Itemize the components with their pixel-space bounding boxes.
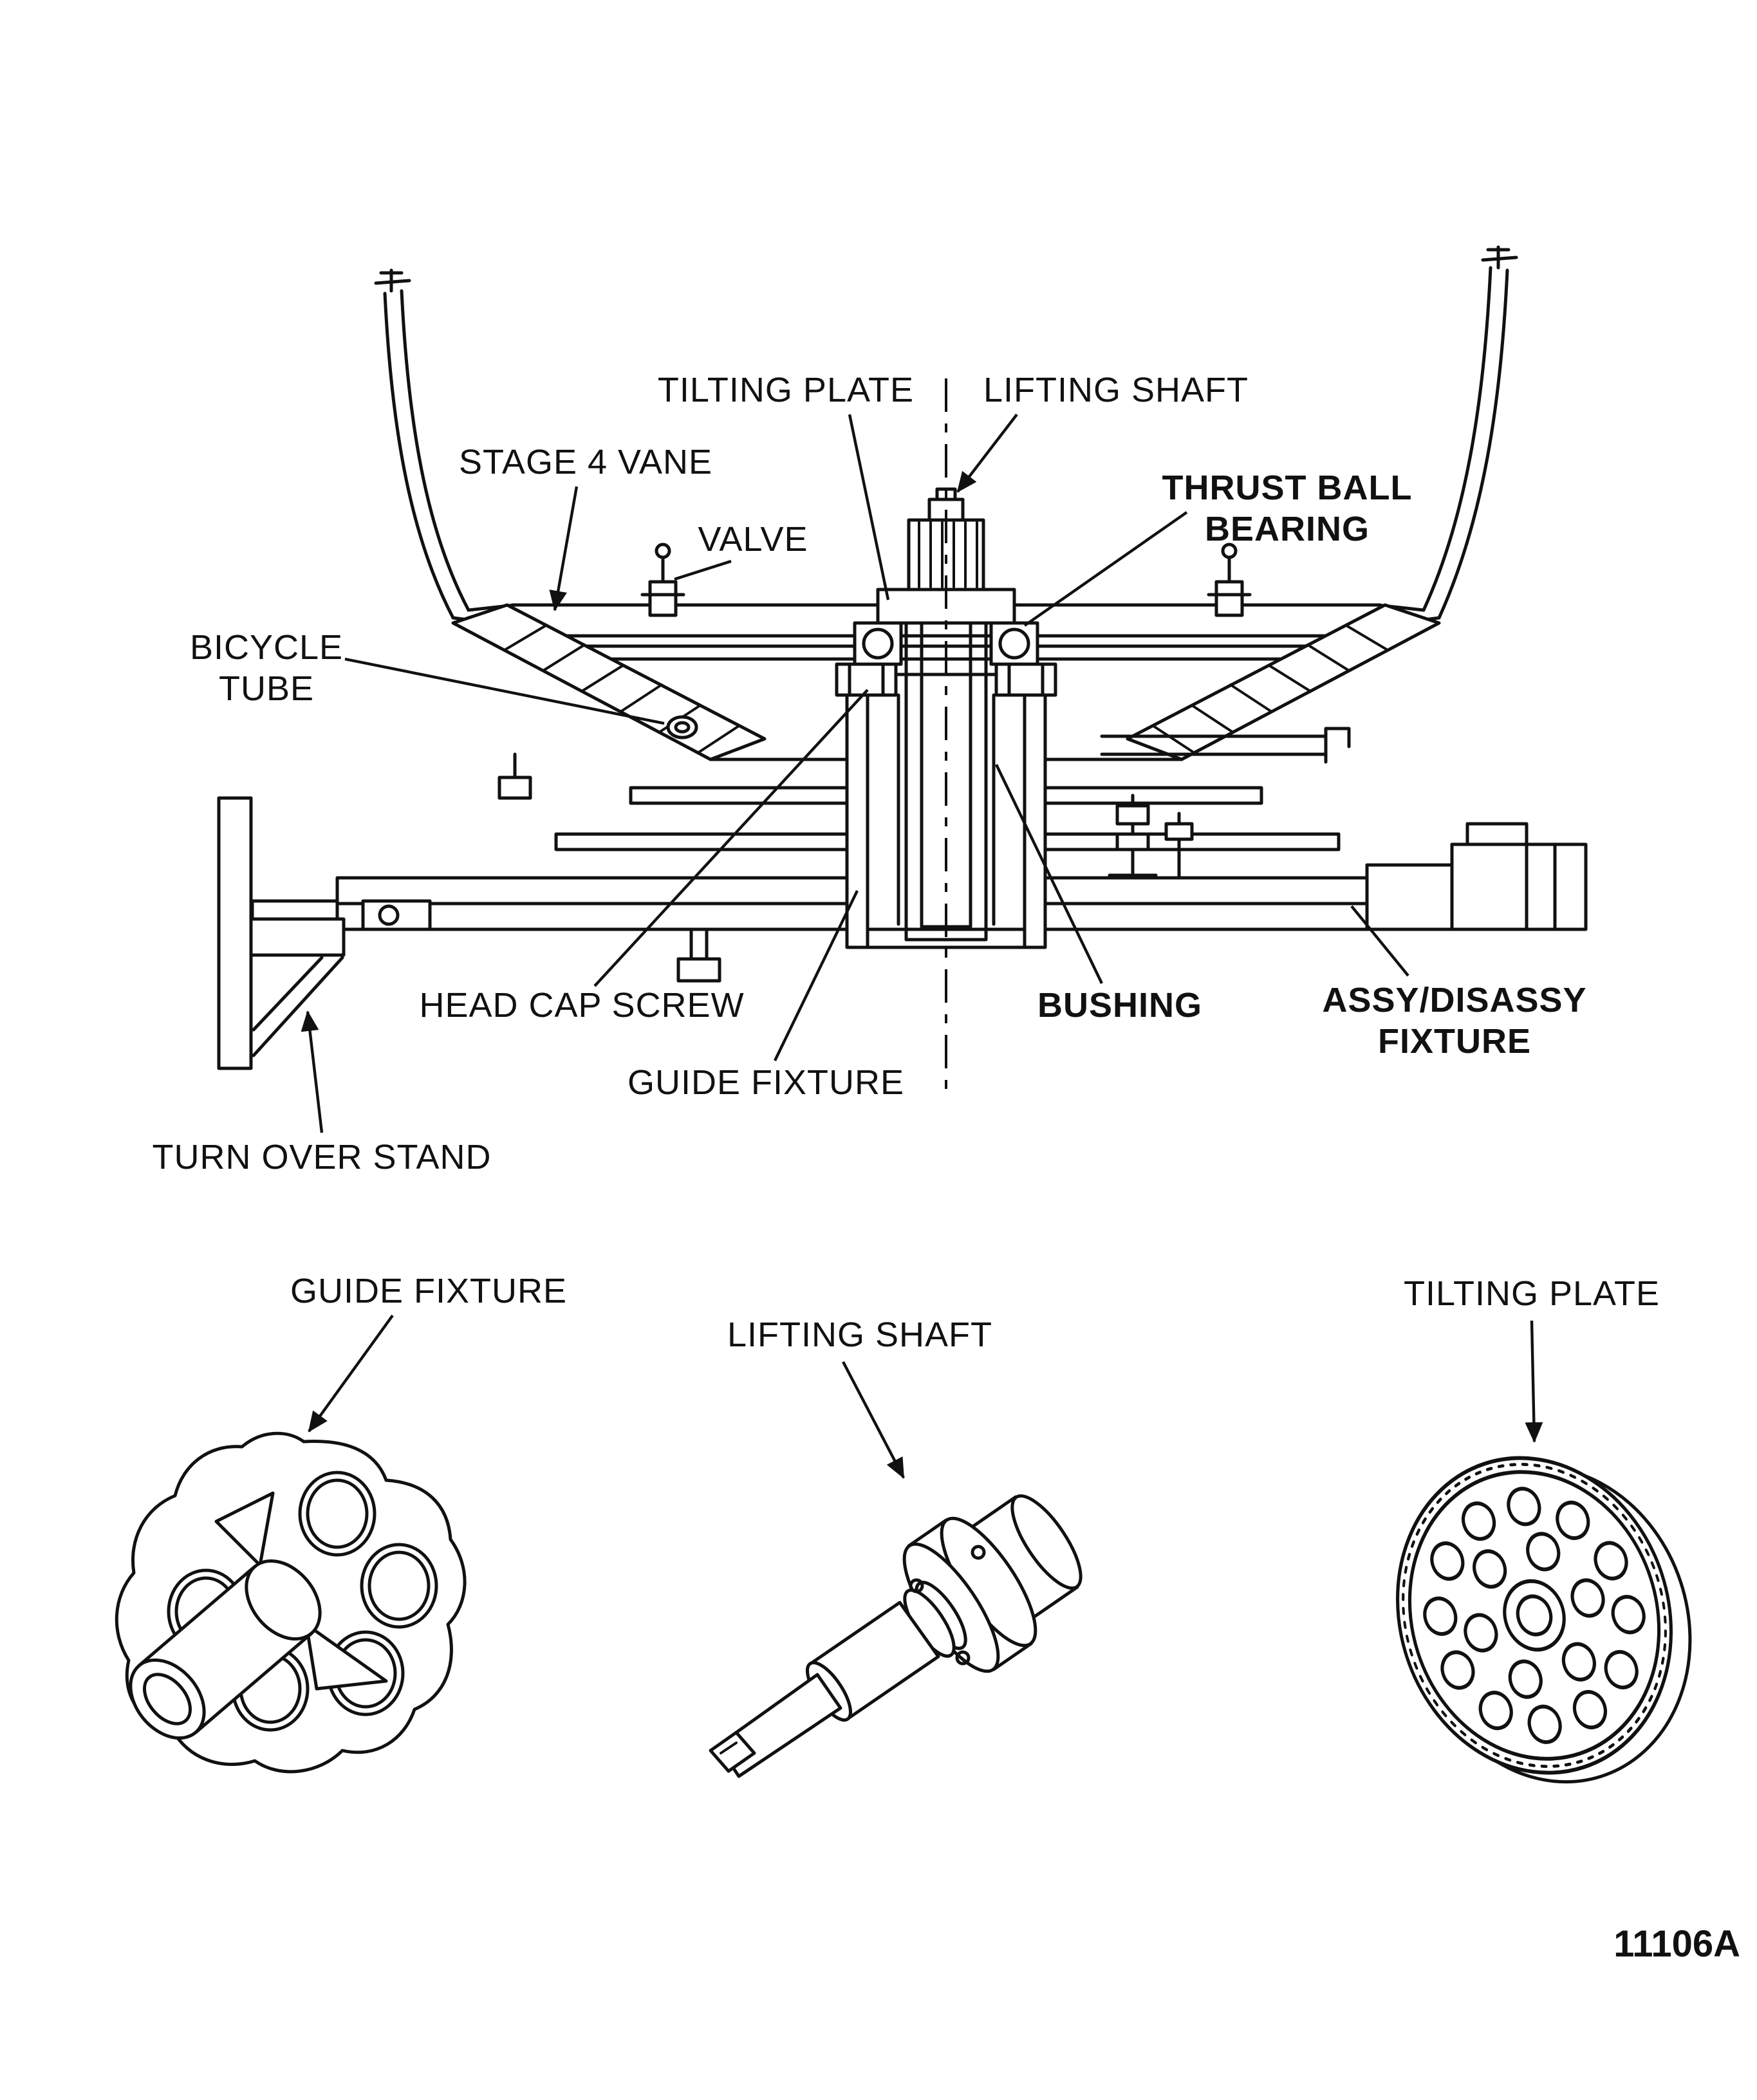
label-thrust-ball-bearing-line2: BEARING — [1205, 510, 1370, 548]
turn-over-stand-drawing — [217, 796, 346, 1070]
leader-lifting-shaft-part — [842, 1361, 905, 1479]
leader-valve — [674, 559, 732, 581]
leader-bicycle-tube — [344, 657, 665, 725]
label-tilting-plate: TILTING PLATE — [658, 371, 914, 409]
bolt-under-plate — [676, 927, 721, 983]
bicycle-tube-seal — [666, 715, 698, 739]
leader-thrust-ball-bearing — [1023, 511, 1188, 627]
tilting-plate-hub — [1503, 1579, 1566, 1652]
label-assy-disassy-line1: ASSY/DISASSY — [1322, 981, 1586, 1019]
label-bicycle-tube-line2: TUBE — [219, 669, 314, 708]
figure-number: 11106A — [1613, 1923, 1740, 1965]
label-assy-disassy-line2: FIXTURE — [1378, 1022, 1531, 1061]
head-cap-screw — [848, 662, 885, 697]
lifting-shaft-assembly — [835, 487, 1057, 949]
leader-assy-disassy-fixture — [1350, 905, 1409, 977]
label-guide-fixture: GUIDE FIXTURE — [628, 1063, 904, 1102]
label-lifting-shaft-part: LIFTING SHAFT — [727, 1315, 992, 1354]
leader-head-cap-screw — [593, 689, 869, 987]
label-stage-4-vane: STAGE 4 VANE — [459, 443, 712, 481]
leader-lines — [301, 413, 1543, 1479]
leader-lifting-shaft — [956, 413, 1018, 493]
tilting-plate-holes — [1423, 1487, 1646, 1744]
valve-right — [1207, 543, 1252, 617]
right-case-wall — [1437, 268, 1509, 620]
leader-stage-4-vane — [549, 486, 579, 611]
label-thrust-ball-bearing-line1: THRUST BALL — [1162, 469, 1413, 507]
left-case-wall — [383, 292, 455, 620]
leader-turn-over-stand — [301, 1010, 324, 1133]
leader-guide-fixture — [774, 890, 859, 1061]
stage4-vane-band-left — [451, 603, 767, 761]
tilting-plate-part-drawing — [1396, 1456, 1692, 1784]
label-bicycle-tube-line1: BICYCLE — [190, 628, 343, 667]
labels: TILTING PLATE LIFTING SHAFT STAGE 4 VANE… — [152, 371, 1740, 1965]
guide-fixture-part-drawing — [115, 1431, 467, 1774]
stud-bolts-right — [1108, 794, 1194, 880]
label-tilting-plate-part: TILTING PLATE — [1404, 1274, 1660, 1313]
leader-guide-fixture-part — [308, 1314, 394, 1433]
label-bushing: BUSHING — [1037, 986, 1202, 1025]
leader-tilting-plate — [848, 414, 890, 600]
bushing-sleeve — [897, 693, 996, 926]
leader-tilting-plate-part — [1525, 1320, 1543, 1443]
stage4-vane-band-right — [1126, 603, 1441, 761]
label-lifting-shaft: LIFTING SHAFT — [983, 371, 1249, 409]
label-turn-over-stand: TURN OVER STAND — [152, 1138, 491, 1176]
label-head-cap-screw: HEAD CAP SCREW — [419, 986, 744, 1025]
lifting-shaft-part-drawing — [709, 1494, 1083, 1778]
label-guide-fixture-part: GUIDE FIXTURE — [290, 1272, 567, 1310]
label-valve: VALVE — [698, 520, 808, 559]
valve-left — [640, 543, 685, 617]
guide-fixture-tube — [129, 1559, 322, 1740]
leader-bushing — [995, 764, 1103, 984]
